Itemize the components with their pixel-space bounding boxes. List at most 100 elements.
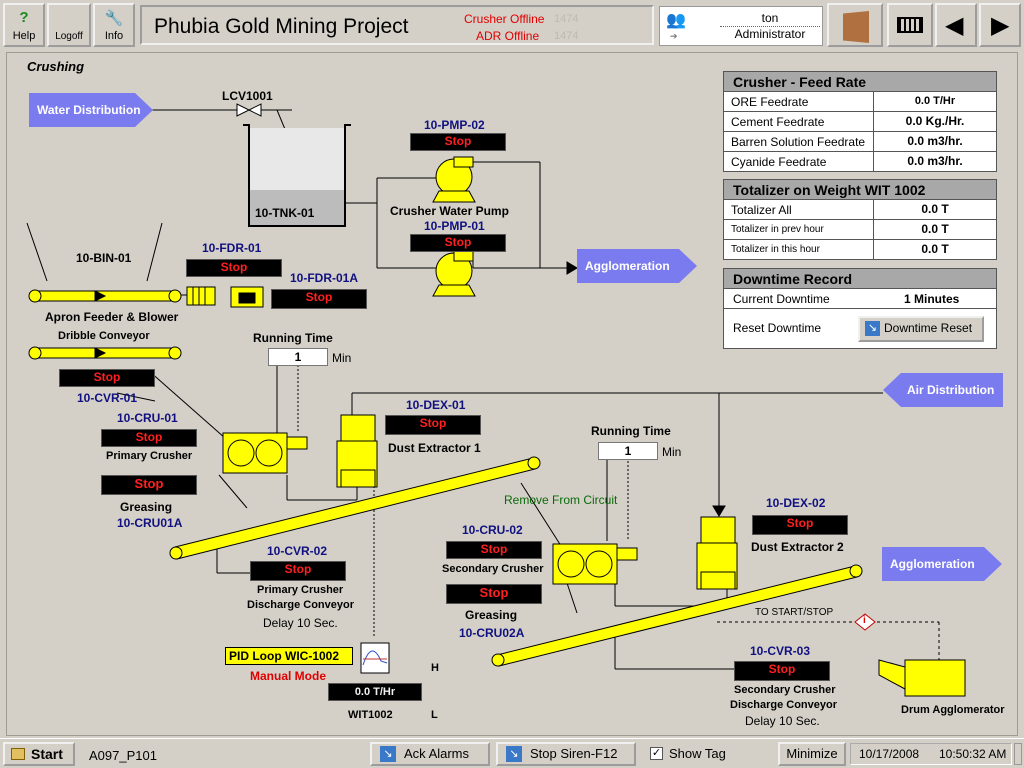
cru01-tag: 10-CRU-01 bbox=[117, 411, 178, 425]
wit-high: H bbox=[431, 662, 439, 674]
door-icon bbox=[843, 11, 869, 43]
crusher-status: Crusher Offline bbox=[464, 12, 545, 26]
wit-low: L bbox=[431, 709, 438, 721]
totalizer-table: Totalizer on Weight WIT 1002 Totalizer A… bbox=[723, 179, 997, 260]
agglomeration-arrow-2[interactable]: Agglomeration bbox=[882, 547, 1002, 581]
pump1-status[interactable]: Stop bbox=[410, 133, 506, 151]
to-start-stop-label: TO START/STOP bbox=[755, 607, 834, 618]
feeder-status[interactable]: Stop bbox=[186, 259, 282, 277]
table-row: Cyanide Feedrate 0.0 m3/hr. bbox=[724, 152, 996, 172]
water-distribution-arrow[interactable]: Water Distribution bbox=[29, 93, 153, 127]
downtime-reset-button[interactable]: ↘Downtime Reset bbox=[858, 316, 984, 342]
running-time-1-value[interactable]: 1 bbox=[268, 348, 328, 366]
dex01-label: Dust Extractor 1 bbox=[388, 441, 481, 455]
help-button[interactable]: ? Help bbox=[3, 3, 45, 47]
time-display: 10:50:32 AM bbox=[939, 747, 1007, 761]
table-row: Barren Solution Feedrate 0.0 m3/hr. bbox=[724, 132, 996, 152]
downtime-value: 1 Minutes bbox=[904, 292, 960, 306]
pump1-tag: 10-PMP-02 bbox=[424, 118, 485, 132]
table-row: Totalizer All 0.0 T bbox=[724, 200, 996, 220]
info-diamond-icon[interactable]: i bbox=[863, 615, 866, 626]
feeder-a-status[interactable]: Stop bbox=[271, 289, 367, 309]
grease2-status[interactable]: Stop bbox=[446, 584, 542, 604]
cru01-status[interactable]: Stop bbox=[101, 429, 197, 447]
apron-label: Apron Feeder & Blower bbox=[45, 310, 179, 324]
dex01-status[interactable]: Stop bbox=[385, 415, 481, 435]
forward-button[interactable]: ▶ bbox=[979, 3, 1021, 47]
remove-from-circuit-label[interactable]: Remove From Circuit bbox=[504, 493, 618, 507]
process-panel: Crushing Water Distribution Agglomeratio… bbox=[6, 52, 1018, 736]
info-button[interactable]: 🔧 Info bbox=[93, 3, 135, 47]
air-distribution-arrow[interactable]: Air Distribution bbox=[883, 373, 1003, 407]
ghost-counter-2: 1474 bbox=[554, 30, 579, 42]
dex02-status[interactable]: Stop bbox=[752, 515, 848, 535]
valve-label: LCV1001 bbox=[222, 89, 273, 103]
title-panel: Phubia Gold Mining Project Crusher Offli… bbox=[140, 5, 654, 45]
table-row: Current Downtime 1 Minutes bbox=[724, 289, 996, 309]
keyboard-button[interactable] bbox=[887, 3, 933, 47]
cvr01-status[interactable]: Stop bbox=[59, 369, 155, 387]
cvr02-tag: 10-CVR-02 bbox=[267, 544, 328, 558]
running-time-2-label: Running Time bbox=[591, 424, 671, 438]
feeder-tag: 10-FDR-01 bbox=[202, 241, 262, 255]
cvr02-label-1: Primary Crusher bbox=[257, 584, 344, 596]
cvr03-label-2: Discharge Conveyor bbox=[730, 699, 837, 711]
bin-label: 10-BIN-01 bbox=[76, 251, 132, 265]
agglomeration-arrow-1[interactable]: Agglomeration bbox=[577, 249, 697, 283]
arrow-down-right-icon: ↘ bbox=[865, 321, 880, 336]
cvr03-status[interactable]: Stop bbox=[734, 661, 830, 681]
ack-alarms-button[interactable]: ↘Ack Alarms bbox=[370, 742, 490, 766]
stop-siren-button[interactable]: ↘Stop Siren-F12 bbox=[496, 742, 636, 766]
dex01-tag: 10-DEX-01 bbox=[406, 398, 466, 412]
date-display: 10/17/2008 bbox=[859, 747, 920, 761]
feed-rate-title: Crusher - Feed Rate bbox=[724, 72, 996, 92]
arrow-down-right-icon: ↘ bbox=[380, 746, 396, 762]
tank-label: 10-TNK-01 bbox=[255, 206, 315, 220]
back-button[interactable]: ◀ bbox=[935, 3, 977, 47]
cvr01-tag: 10-CVR-01 bbox=[77, 391, 138, 405]
grease1-label: Greasing bbox=[120, 500, 173, 514]
grease1-tag: 10-CRU01A bbox=[117, 516, 183, 530]
logoff-button[interactable]: Logoff bbox=[47, 3, 91, 47]
running-time-2-unit: Min bbox=[662, 445, 682, 459]
pump-label: Crusher Water Pump bbox=[390, 204, 509, 218]
minimize-button[interactable]: Minimize bbox=[778, 742, 846, 766]
header-bar: ? Help Logoff 🔧 Info Phubia Gold Mining … bbox=[0, 0, 1024, 50]
section-title: Crushing bbox=[27, 59, 85, 74]
show-tag-checkbox[interactable]: ✓ bbox=[650, 747, 663, 760]
wit-value: 0.0 T/Hr bbox=[328, 683, 422, 701]
clock-panel: 10/17/2008 10:50:32 AM bbox=[850, 743, 1012, 765]
resize-grip[interactable] bbox=[1014, 743, 1022, 765]
table-row: Cement Feedrate 0.0 Kg./Hr. bbox=[724, 112, 996, 132]
dex02-label: Dust Extractor 2 bbox=[751, 540, 844, 554]
cru02-label: Secondary Crusher bbox=[442, 563, 544, 575]
table-row: Totalizer in this hour 0.0 T bbox=[724, 240, 996, 260]
cvr03-delay: Delay 10 Sec. bbox=[745, 714, 820, 728]
cvr02-delay: Delay 10 Sec. bbox=[263, 616, 338, 630]
pump2-tag: 10-PMP-01 bbox=[424, 219, 485, 233]
taskbar: Start A097_P101 ↘Ack Alarms ↘Stop Siren-… bbox=[0, 738, 1024, 768]
downtime-panel: Downtime Record Current Downtime 1 Minut… bbox=[723, 268, 997, 349]
cvr02-label-2: Discharge Conveyor bbox=[247, 599, 354, 611]
user-name: ton bbox=[761, 11, 779, 25]
reset-downtime-label: Reset Downtime bbox=[733, 321, 822, 335]
users-icon: 👥 bbox=[666, 12, 686, 29]
running-time-2-value[interactable]: 1 bbox=[598, 442, 658, 460]
pid-loop-button[interactable]: PID Loop WIC-1002 bbox=[225, 647, 353, 665]
dex02-tag: 10-DEX-02 bbox=[766, 496, 826, 510]
grease1-status[interactable]: Stop bbox=[101, 475, 197, 495]
pump2-status[interactable]: Stop bbox=[410, 234, 506, 252]
cru02-status[interactable]: Stop bbox=[446, 541, 542, 559]
screen-id: A097_P101 bbox=[89, 748, 157, 763]
cvr03-tag: 10-CVR-03 bbox=[750, 644, 811, 658]
pid-mode: Manual Mode bbox=[250, 669, 327, 683]
triangle-right-icon: ▶ bbox=[991, 12, 1010, 39]
cvr03-label-1: Secondary Crusher bbox=[734, 684, 836, 696]
keyboard-icon bbox=[897, 17, 923, 33]
cvr02-status[interactable]: Stop bbox=[250, 561, 346, 581]
arrow-down-right-icon: ↘ bbox=[506, 746, 522, 762]
start-button[interactable]: Start bbox=[3, 742, 75, 766]
page-title: Phubia Gold Mining Project bbox=[154, 15, 409, 38]
door-button[interactable] bbox=[827, 3, 883, 47]
